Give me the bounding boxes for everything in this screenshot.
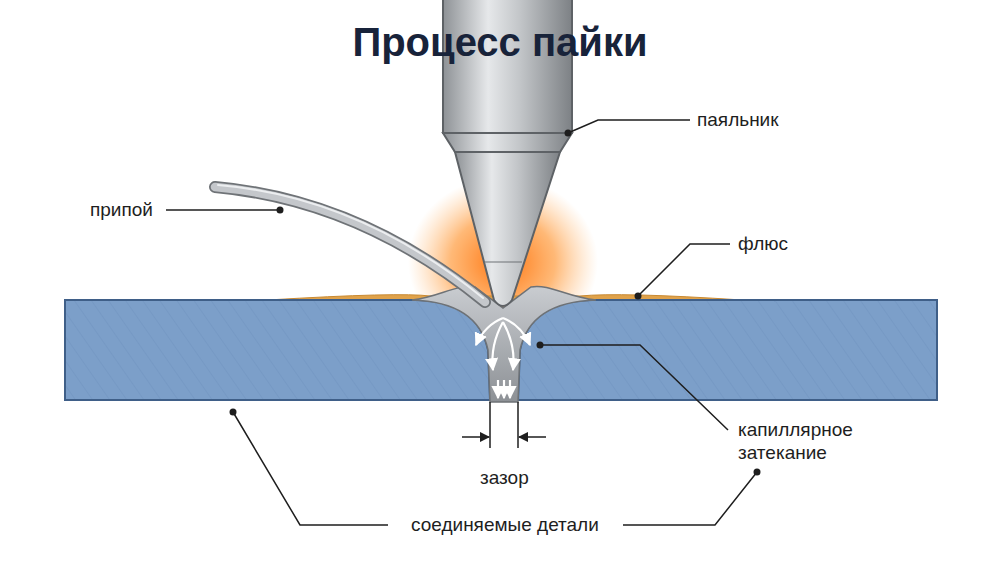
part-label: соединяемые детали: [411, 513, 599, 536]
leader-dots: [230, 130, 761, 476]
diagram-title: Процесс пайки: [0, 20, 1000, 65]
tip-band: [484, 261, 522, 262]
part-label: зазор: [480, 466, 529, 489]
gap-dimension: [462, 402, 546, 448]
leader-lines: [166, 120, 757, 525]
right-plate: [518, 300, 937, 400]
iron-barrel: [443, 0, 572, 133]
iron-collar: [443, 133, 572, 152]
solder-wire: [215, 187, 485, 302]
flow-arrows: [476, 318, 530, 398]
left-plate: [65, 300, 490, 400]
iron-tip: [455, 152, 560, 306]
solder-wire-outline: [215, 187, 485, 302]
solder-wire-highlight: [218, 185, 483, 298]
part-label: припой: [90, 198, 153, 221]
part-label: паяльник: [697, 108, 779, 131]
part-label: флюс: [738, 232, 788, 255]
part-label: капиллярное затекание: [738, 418, 888, 464]
